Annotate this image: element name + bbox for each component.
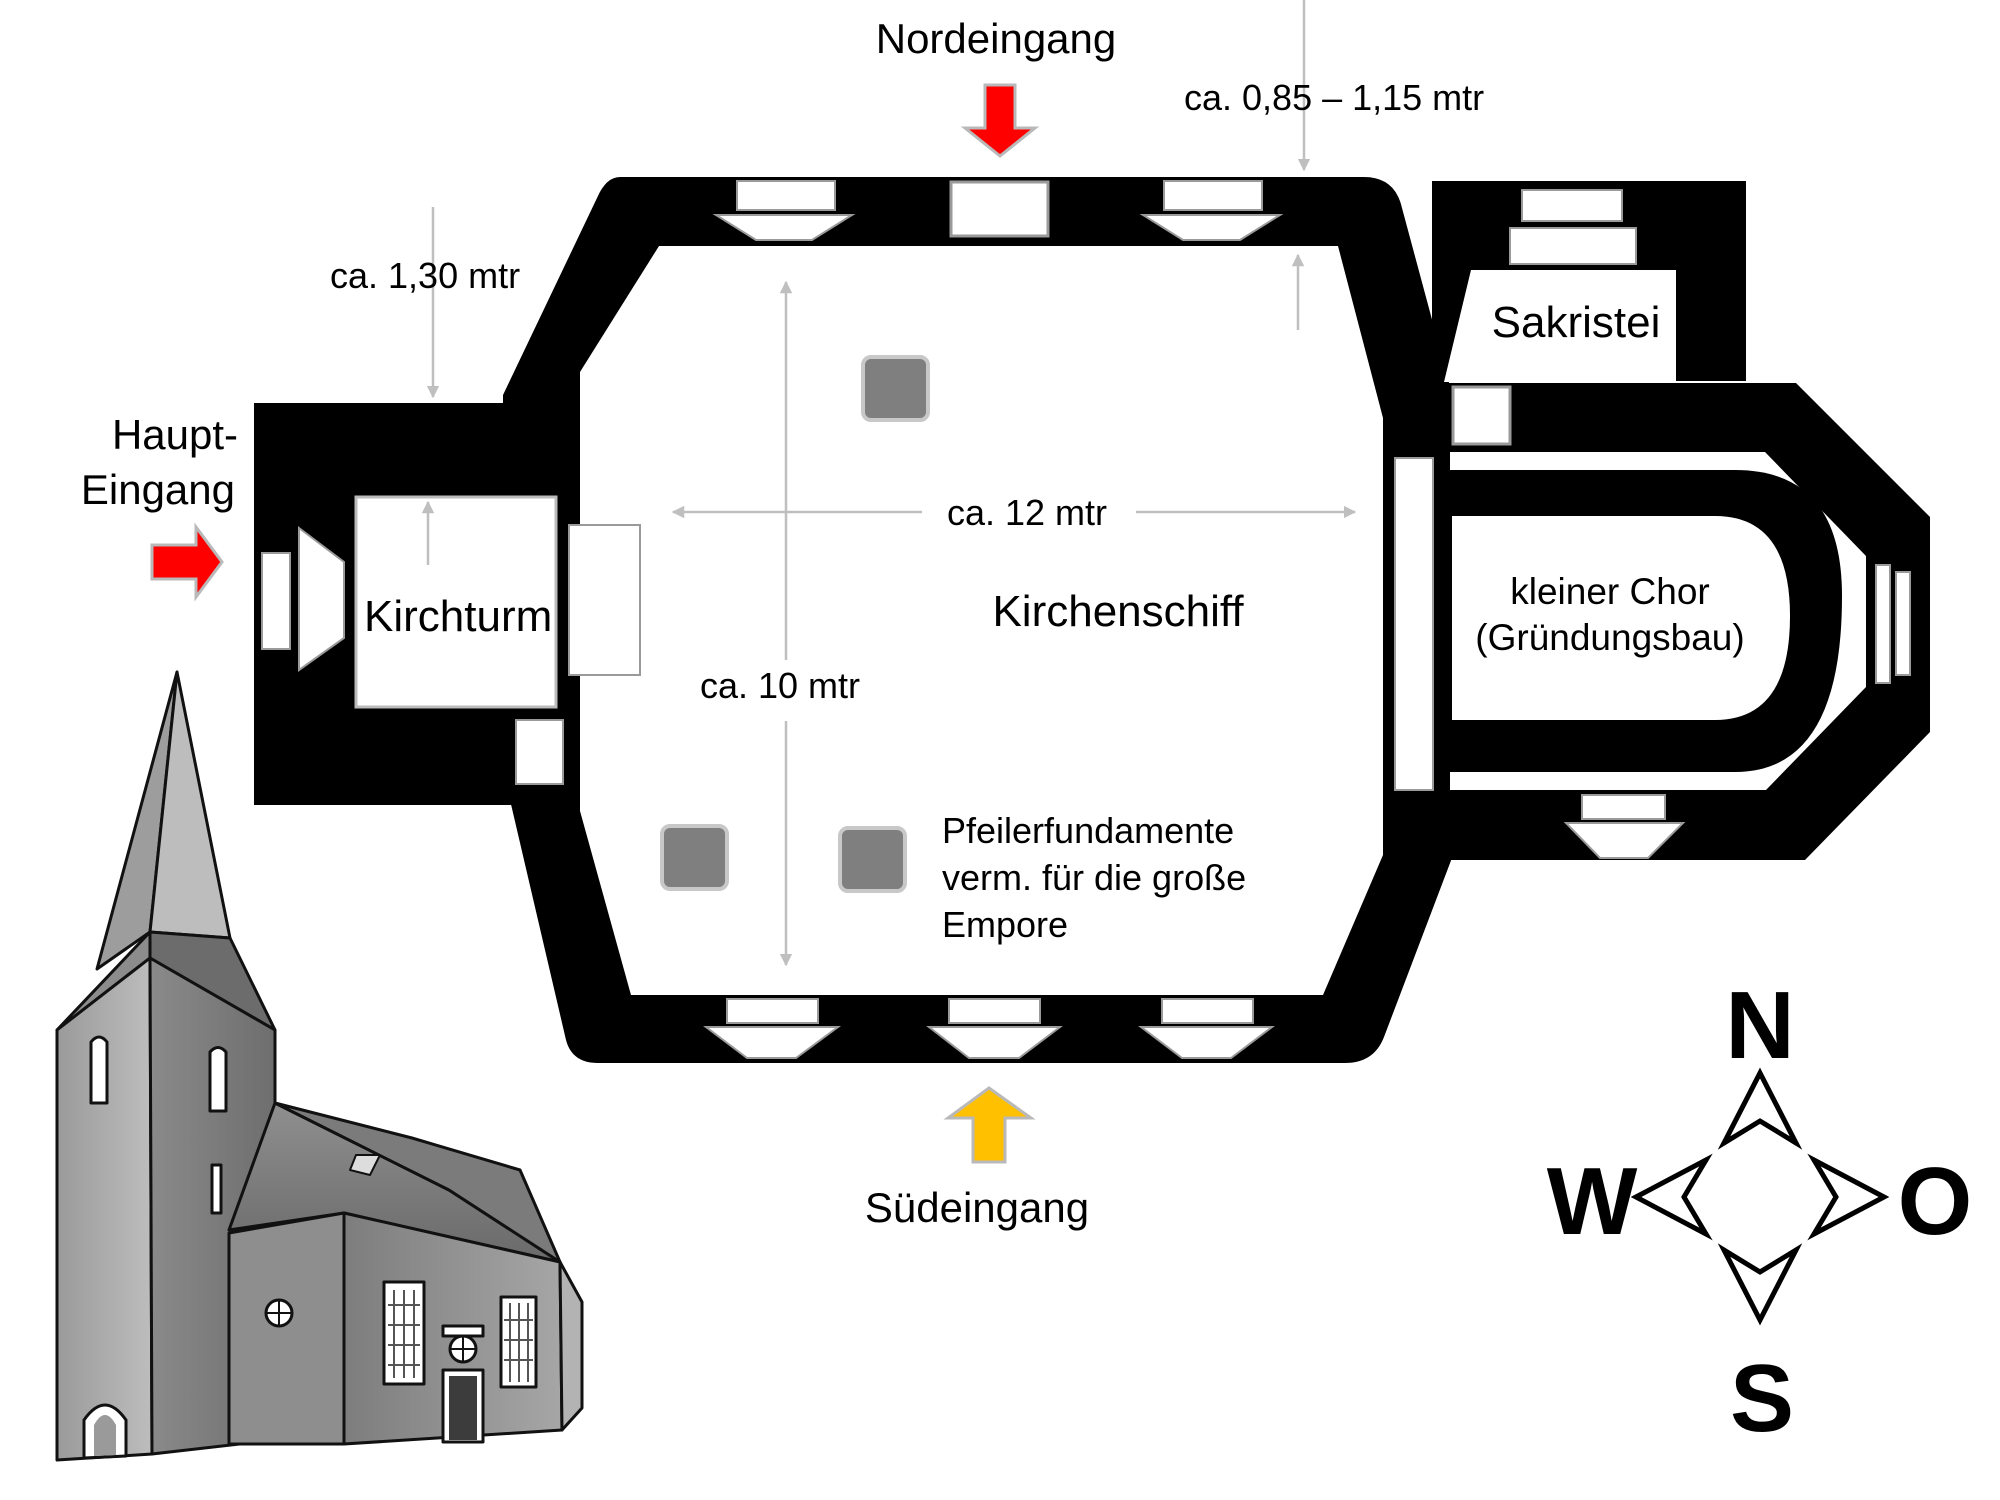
pillar-label-line1: Pfeilerfundamente	[942, 810, 1234, 851]
nave-wall-dimension-label: ca. 0,85 – 1,15 mtr	[1184, 77, 1484, 118]
pillar-foundations	[660, 355, 930, 893]
pillar-label-line3: Empore	[942, 904, 1068, 945]
main-entrance-arrow	[150, 522, 224, 602]
pillar	[838, 826, 907, 893]
dimension-lines	[421, 0, 1357, 967]
compass-east-point	[1807, 1153, 1890, 1241]
north-entrance-arrow	[960, 83, 1040, 158]
sacristy-interior	[1444, 270, 1676, 382]
north-entrance-label: Nordeingang	[876, 15, 1117, 62]
compass-west-label: W	[1547, 1148, 1638, 1255]
pillar	[861, 355, 930, 422]
tower-wall-dimension-label: ca. 1,30 mtr	[330, 255, 520, 296]
pillar-label-line2: verm. für die große	[942, 857, 1246, 898]
main-entrance-label-line2: Eingang	[81, 466, 235, 513]
choir-label-line1: kleiner Chor	[1510, 571, 1709, 612]
compass-north-point	[1717, 1067, 1803, 1150]
nave-width-dimension-label: ca. 10 mtr	[700, 665, 860, 706]
tower-label: Kirchturm	[364, 592, 552, 641]
church-illustration	[55, 670, 584, 1462]
nave-interior	[580, 246, 1383, 995]
compass-south-point	[1717, 1243, 1803, 1326]
sacristy-label: Sakristei	[1492, 298, 1661, 347]
south-entrance-arrow	[943, 1086, 1036, 1164]
compass-north-label: N	[1725, 972, 1794, 1079]
interiors	[354, 246, 1866, 995]
tower-left-face	[55, 956, 154, 1462]
compass-west-point	[1630, 1153, 1713, 1241]
north-door	[949, 180, 1050, 238]
tower-interior	[354, 495, 558, 709]
choir-label-line2: (Gründungsbau)	[1475, 617, 1744, 658]
nave-left-face	[227, 1211, 346, 1446]
compass-east-label: O	[1898, 1148, 1973, 1255]
nave-label: Kirchenschiff	[992, 587, 1244, 636]
choir-apse-floor	[1452, 516, 1790, 720]
nave-length-dimension-label: ca. 12 mtr	[947, 492, 1107, 533]
main-entrance-label-line1: Haupt-	[112, 411, 238, 458]
south-entrance-label: Südeingang	[865, 1184, 1089, 1231]
windows	[261, 180, 1911, 1059]
compass-rose-icon: N S W O	[1547, 972, 1973, 1452]
pillar	[660, 824, 729, 891]
compass-south-label: S	[1730, 1345, 1794, 1452]
